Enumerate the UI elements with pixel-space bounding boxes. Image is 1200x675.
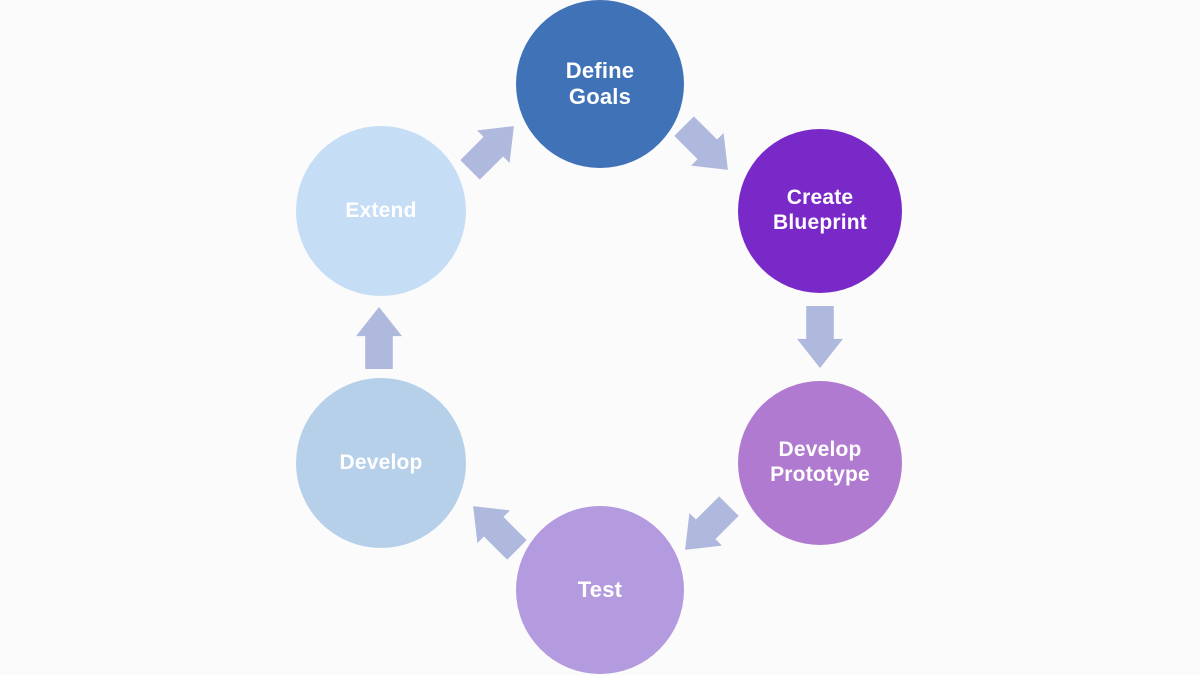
- arrow-test-to-develop: [473, 506, 527, 560]
- arrow-develop-to-extend: [356, 307, 402, 369]
- node-circle-define-goals[interactable]: [516, 0, 684, 168]
- nodes-group: [296, 0, 902, 674]
- node-circle-create-blueprint[interactable]: [738, 129, 902, 293]
- node-circle-develop[interactable]: [296, 378, 466, 548]
- arrow-define-to-blueprint: [674, 116, 728, 170]
- node-circle-develop-prototype[interactable]: [738, 381, 902, 545]
- node-circle-extend[interactable]: [296, 126, 466, 296]
- arrow-blueprint-to-prototype: [797, 306, 843, 368]
- arrow-prototype-to-test: [685, 496, 739, 550]
- node-circle-test[interactable]: [516, 506, 684, 674]
- arrow-extend-to-define: [460, 126, 514, 180]
- arrows-group: [356, 116, 843, 560]
